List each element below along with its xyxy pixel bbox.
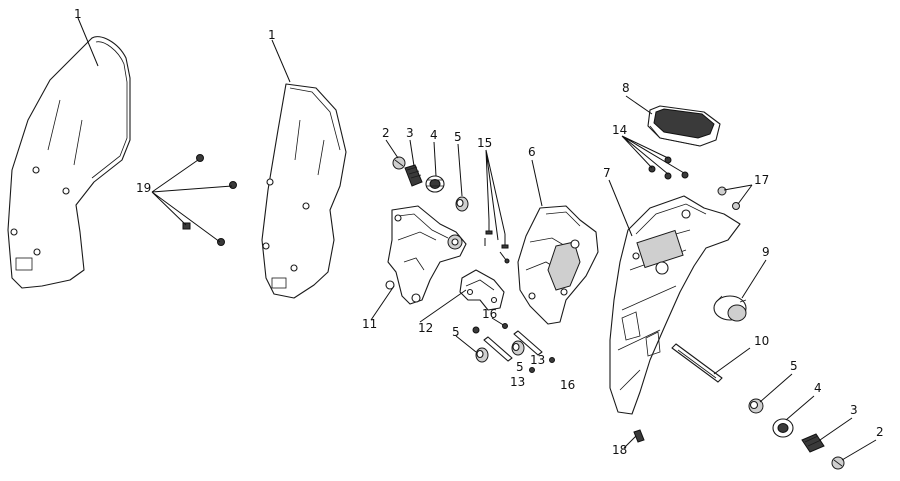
callout-1-right: 1 (268, 28, 276, 42)
nut-set-17 (717, 186, 740, 210)
collar-5-right (748, 398, 764, 414)
callout-8: 8 (622, 81, 630, 95)
callout-11: 11 (362, 317, 377, 331)
callout-4-upper: 4 (430, 128, 438, 142)
callout-5-upper: 5 (454, 130, 462, 144)
callout-16-lower: 16 (560, 378, 575, 392)
callout-labels: 1 1 2 3 4 5 15 6 8 14 7 17 19 9 11 12 16… (74, 7, 884, 457)
callout-18: 18 (612, 443, 627, 457)
callout-3-right: 3 (850, 403, 858, 417)
callout-2-right: 2 (876, 425, 884, 439)
callout-2-upper: 2 (382, 126, 390, 140)
collar-5-lower-b (511, 340, 525, 356)
screw-16-lower (529, 357, 555, 373)
callout-15: 15 (477, 136, 492, 150)
callout-1-left: 1 (74, 7, 82, 21)
callout-5-lower-a: 5 (452, 325, 460, 339)
damper-4-right (772, 418, 794, 438)
collar-5-lower-a (475, 347, 489, 363)
screw-set-19 (182, 154, 237, 246)
callout-16-upper: 16 (482, 307, 497, 321)
callout-12: 12 (418, 321, 433, 335)
spring-3-right (801, 433, 825, 453)
screw-18 (633, 429, 645, 443)
callout-5-right: 5 (790, 359, 798, 373)
callout-9: 9 (762, 245, 770, 259)
windshield-right (261, 83, 347, 299)
screw-16-upper (472, 317, 508, 334)
rod-10 (671, 343, 723, 383)
pin-13-b (513, 330, 543, 356)
callout-17: 17 (754, 173, 769, 187)
pin-13-a (483, 336, 513, 362)
bolt-set-15 (484, 220, 510, 264)
spring-3-upper (404, 164, 423, 187)
callout-5-lower-b: 5 (516, 360, 524, 374)
callout-13-a: 13 (530, 353, 545, 367)
callout-19: 19 (136, 181, 151, 195)
bracket-11 (385, 205, 467, 305)
windshield-left (7, 36, 131, 289)
callout-3-upper: 3 (406, 126, 414, 140)
leader-lines (77, 17, 877, 461)
main-bracket-7 (609, 195, 741, 415)
callout-7: 7 (603, 166, 611, 180)
meter-8 (647, 105, 721, 147)
bracket-12 (459, 269, 505, 311)
bracket-6 (517, 205, 599, 325)
screw-set-14 (648, 156, 689, 180)
callout-6: 6 (528, 145, 536, 159)
damper-4-upper (425, 175, 445, 193)
collar-5-upper (455, 196, 469, 212)
callout-13-b: 13 (510, 375, 525, 389)
knob-9 (713, 295, 747, 322)
screw-2-right (831, 456, 845, 470)
callout-10: 10 (754, 334, 769, 348)
callout-14: 14 (612, 123, 627, 137)
screw-2-upper (392, 156, 406, 170)
callout-4-right: 4 (814, 381, 822, 395)
